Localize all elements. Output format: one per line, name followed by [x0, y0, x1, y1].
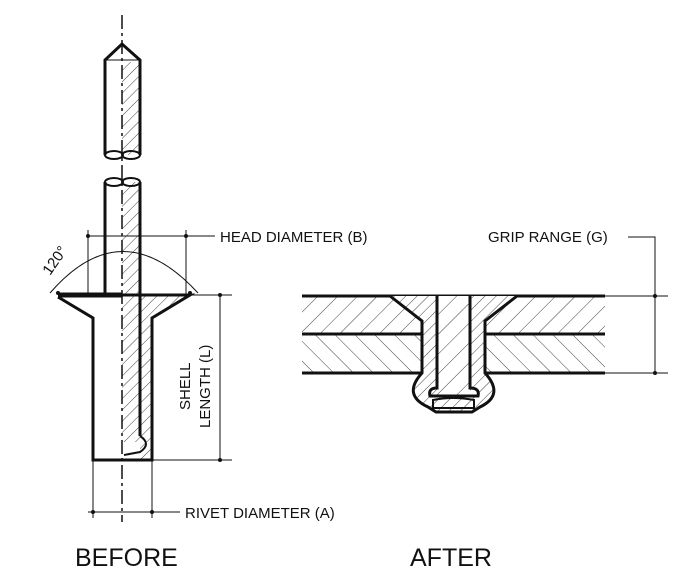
after-label: AFTER — [410, 544, 492, 572]
rivet-diameter-label: RIVET DIAMETER (A) — [185, 505, 335, 522]
angle-label: 120° — [39, 243, 71, 278]
mandrel-lower — [103, 177, 147, 456]
head-diameter-label: HEAD DIAMETER (B) — [220, 229, 368, 246]
shell-length-label-2: LENGTH (L) — [197, 345, 214, 428]
angle-arc — [49, 251, 199, 294]
before-view: 120° HEAD DIAMETER (B) SHELL LENGTH (L) … — [39, 15, 368, 572]
after-view: GRIP RANGE (G) AFTER — [302, 229, 668, 572]
shell-length-dimension: SHELL LENGTH (L) — [152, 293, 232, 462]
shell-length-label-1: SHELL — [177, 362, 194, 410]
head-diameter-dimension: HEAD DIAMETER (B) — [86, 229, 368, 295]
grip-range-dimension: GRIP RANGE (G) — [488, 229, 668, 375]
set-rivet — [389, 294, 518, 414]
mandrel-upper — [103, 41, 142, 160]
grip-range-label: GRIP RANGE (G) — [488, 229, 608, 246]
rivet-diameter-dimension: RIVET DIAMETER (A) — [88, 460, 335, 522]
before-label: BEFORE — [75, 544, 178, 572]
